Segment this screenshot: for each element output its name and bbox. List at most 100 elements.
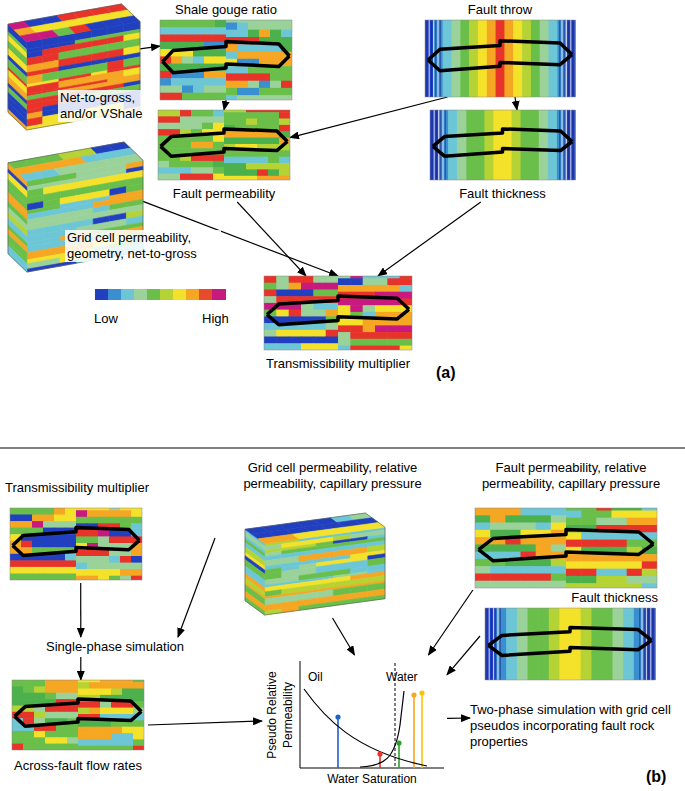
band [493, 110, 503, 180]
node-label: Across-fault flow rates [3, 758, 153, 774]
arrow-connector [148, 721, 262, 725]
axis [300, 661, 301, 768]
fault-trace [433, 129, 572, 147]
edge-stripe [440, 110, 441, 180]
node-label: Single-phase simulation [25, 639, 205, 655]
band [540, 20, 549, 97]
layer-cell [8, 251, 27, 272]
data-dot [411, 692, 416, 697]
edge-stripe [435, 20, 436, 97]
fault-trace [161, 142, 288, 157]
band [496, 608, 507, 680]
fault-trace [488, 640, 651, 655]
edge-stripe [487, 608, 488, 680]
band [513, 20, 522, 97]
layer-cell [8, 246, 27, 270]
arrow-connector [429, 590, 473, 655]
illustration [160, 20, 292, 100]
arrow-connector [80, 657, 81, 680]
block-outline [245, 513, 385, 615]
arrow-connector [290, 97, 448, 138]
data-dot [419, 690, 424, 695]
fault-trace [163, 42, 290, 62]
color-bar [95, 289, 226, 300]
edge-stripe [443, 110, 444, 180]
arrow-connector [237, 202, 306, 276]
node-label: Grid cell permeability, relative permeab… [215, 460, 450, 492]
band [538, 608, 549, 680]
fault-trace [163, 56, 290, 73]
edge-stripe [564, 110, 565, 180]
layer-cell [27, 124, 43, 130]
layer-cell [27, 266, 44, 272]
arrow-connector [447, 717, 470, 719]
oil-curve [304, 689, 427, 766]
band [484, 110, 494, 180]
panel-outline [485, 608, 655, 680]
node-label: Water Saturation [307, 771, 437, 787]
edge-stripe [438, 20, 439, 97]
node-label: Fault permeability [148, 186, 300, 202]
edge-stripe [573, 20, 574, 97]
band [475, 110, 485, 180]
band [581, 608, 592, 680]
band [559, 608, 570, 680]
saturation-line [413, 695, 415, 768]
illustration [425, 20, 575, 97]
node-label: Fault thickness [430, 186, 575, 202]
band [506, 608, 517, 680]
illustration [430, 110, 575, 180]
layer-cell [361, 523, 385, 530]
band [448, 110, 458, 180]
band [623, 608, 634, 680]
arrow-connector [178, 538, 215, 637]
fault-trace [479, 530, 654, 550]
figure-panel: Grid cell permeability, geometry, net-to… [8, 142, 143, 274]
illustration [264, 276, 412, 350]
edge-stripe [445, 110, 446, 180]
figure-panel: Across-fault flow rates [8, 680, 148, 780]
water-curve [360, 691, 404, 767]
figure-panel: Fault thickness [430, 110, 575, 202]
panel-outline [160, 20, 292, 100]
band [539, 110, 549, 180]
edge-stripe [653, 608, 654, 680]
fault-trace [267, 296, 409, 315]
fault-trace [161, 129, 288, 147]
figure-panel: Transmissibility multiplier [5, 478, 177, 583]
fault-trace [267, 309, 409, 325]
layer-cell [120, 154, 143, 163]
fault-plane-cells [475, 508, 657, 588]
illustration [245, 513, 385, 615]
layer-cell [8, 109, 27, 130]
node-label: Net-to-gross, and/or VShale [58, 90, 150, 122]
edge-stripe [438, 110, 439, 180]
figure-panel: Net-to-gross, and/or VShale [8, 4, 140, 132]
data-dot [335, 714, 340, 719]
layer-cell [118, 16, 140, 25]
band [452, 20, 461, 97]
figure-panel: Fault throw [425, 2, 575, 97]
edge-stripe [639, 608, 640, 680]
node-label: Grid cell permeability, geometry, net-to… [65, 230, 221, 262]
edge-stripe [562, 20, 563, 97]
illustration [475, 508, 657, 588]
fault-plane-cells [158, 110, 290, 180]
panel-letter: (b) [646, 768, 666, 786]
panel-outline [475, 508, 657, 588]
panel-outline [10, 508, 142, 580]
figure-panel: Grid cell permeability, relative permeab… [215, 458, 450, 618]
data-dot [396, 740, 401, 745]
illustration [158, 110, 290, 180]
saturation-line [421, 693, 423, 768]
edge-stripe [650, 608, 651, 680]
text-node: Two-phase simulation with grid cell pseu… [470, 700, 682, 760]
band [504, 20, 513, 97]
band [549, 20, 558, 97]
fault-trace [488, 627, 651, 645]
edge-stripe [562, 110, 563, 180]
node-label: Shale gouge ratio [150, 2, 302, 18]
band [503, 110, 513, 180]
panel-letter: (a) [436, 364, 456, 382]
